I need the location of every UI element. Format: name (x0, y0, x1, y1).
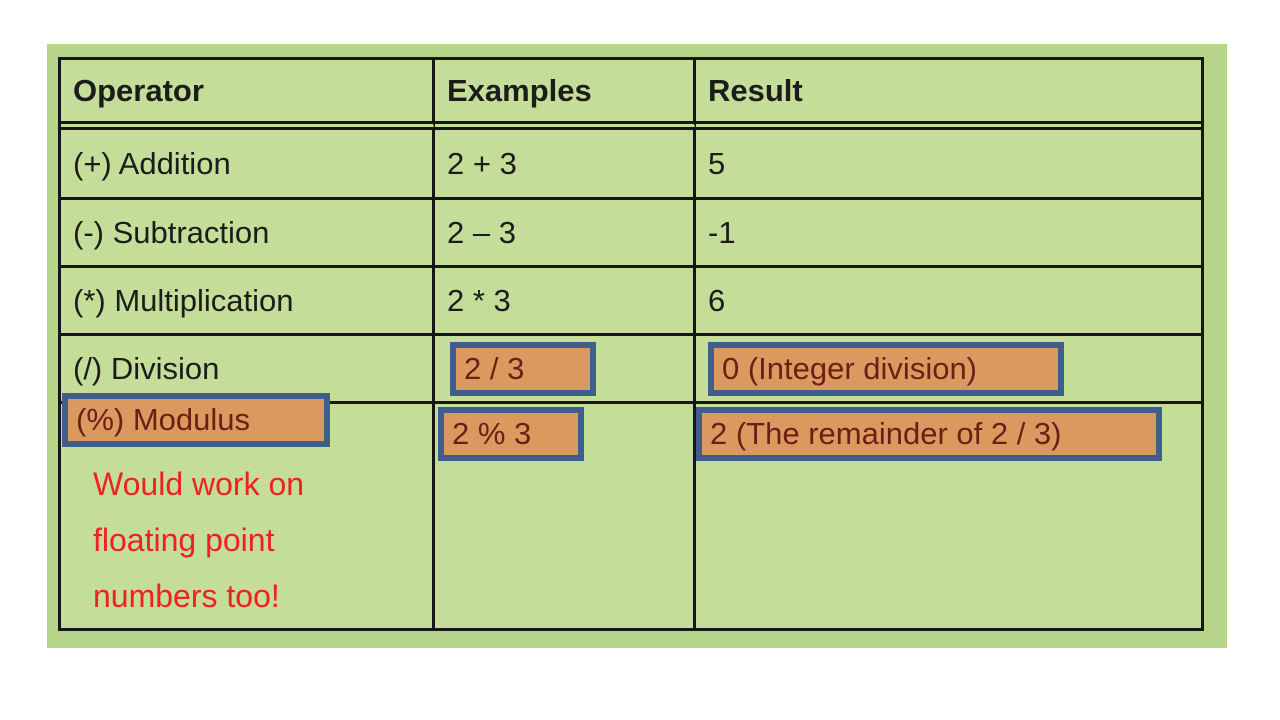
cell-modulus-result: 2 (The remainder of 2 / 3) (696, 404, 1201, 628)
cell-division-example: 2 / 3 (435, 336, 696, 404)
highlight-modulus-operator: (%) Modulus (62, 393, 330, 447)
note-line-2: floating point (93, 522, 275, 558)
cell-addition-result: 5 (696, 130, 1201, 200)
operators-table: Operator Examples Result (+) Addition 2 … (58, 57, 1204, 631)
highlight-modulus-result: 2 (The remainder of 2 / 3) (696, 407, 1162, 461)
note-line-3: numbers too! (93, 578, 280, 614)
green-panel: Operator Examples Result (+) Addition 2 … (47, 44, 1227, 648)
cell-multiplication-operator: (*) Multiplication (61, 268, 435, 336)
note-line-1: Would work on (93, 466, 305, 502)
cell-division-result: 0 (Integer division) (696, 336, 1201, 404)
column-header-examples: Examples (435, 60, 696, 130)
cell-multiplication-result: 6 (696, 268, 1201, 336)
column-header-result: Result (696, 60, 1201, 130)
highlight-division-result: 0 (Integer division) (708, 341, 1064, 396)
cell-multiplication-example: 2 * 3 (435, 268, 696, 336)
cell-addition-operator: (+) Addition (61, 130, 435, 200)
cell-modulus-operator: (%) Modulus Would work on floating point… (61, 393, 435, 628)
floating-point-note: Would work on floating point numbers too… (93, 456, 304, 624)
cell-subtraction-example: 2 – 3 (435, 200, 696, 268)
column-header-operator: Operator (61, 60, 435, 130)
cell-subtraction-operator: (-) Subtraction (61, 200, 435, 268)
highlight-modulus-example: 2 % 3 (438, 407, 584, 461)
cell-modulus-example: 2 % 3 (435, 404, 696, 628)
highlight-division-example: 2 / 3 (450, 341, 596, 396)
cell-division-operator: (/) Division (61, 336, 435, 404)
cell-subtraction-result: -1 (696, 200, 1201, 268)
cell-addition-example: 2 + 3 (435, 130, 696, 200)
